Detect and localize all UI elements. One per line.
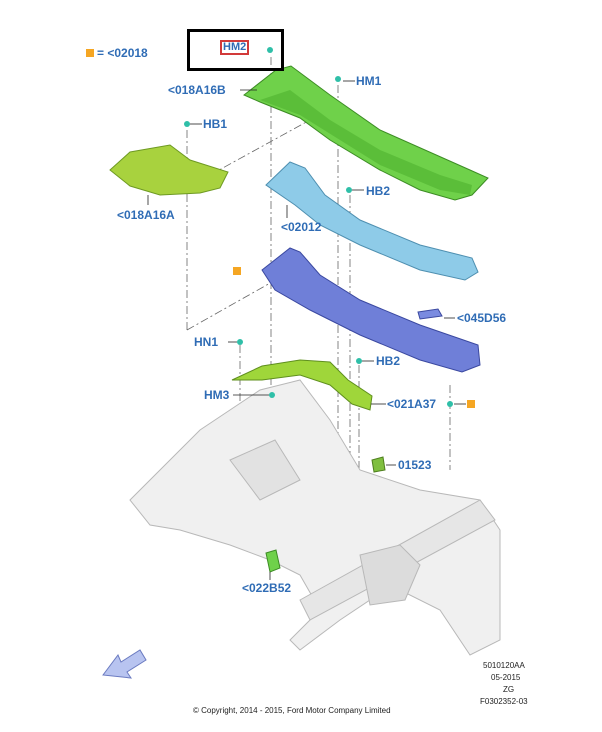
label-02012: <02012 bbox=[281, 220, 322, 234]
fastener-markers bbox=[184, 47, 453, 407]
legend-marker bbox=[86, 49, 94, 57]
highlight-frame bbox=[187, 29, 284, 71]
footer-code: 5010120AA bbox=[483, 661, 525, 670]
label-HB2-bottom: HB2 bbox=[376, 354, 401, 368]
label-HN1: HN1 bbox=[194, 335, 219, 349]
body-structure bbox=[129, 379, 501, 656]
label-HM1: HM1 bbox=[356, 74, 382, 88]
callout-lines bbox=[147, 80, 466, 580]
legend-marker-bracket bbox=[467, 400, 475, 408]
label-018A16B: <018A16B bbox=[168, 83, 226, 97]
pad-part bbox=[417, 308, 443, 320]
label-021A37: <021A37 bbox=[387, 397, 437, 411]
footer-date: 05-2015 bbox=[491, 673, 521, 682]
label-HM3: HM3 bbox=[204, 388, 230, 402]
small-bracket-part bbox=[265, 549, 281, 573]
label-HB1: HB1 bbox=[203, 117, 228, 131]
label-01523: 01523 bbox=[398, 458, 432, 472]
label-018A16A: <018A16A bbox=[117, 208, 175, 222]
orientation-arrow-icon bbox=[102, 649, 147, 679]
dash-panel-part bbox=[261, 247, 481, 373]
label-HB2-top: HB2 bbox=[366, 184, 391, 198]
plug-part bbox=[371, 456, 386, 473]
side-shield-part bbox=[109, 144, 229, 196]
footer-region: ZG bbox=[503, 685, 515, 694]
hm2-highlight-label: HM2 bbox=[220, 40, 250, 55]
legend-marker-dash bbox=[233, 267, 241, 275]
bracket-part bbox=[231, 359, 373, 411]
cowl-top-panel-part bbox=[243, 65, 489, 201]
legend-text: = <02018 bbox=[97, 46, 148, 60]
label-045D56: <045D56 bbox=[457, 311, 507, 325]
reinforcement-part bbox=[265, 161, 479, 281]
label-022B52: <022B52 bbox=[242, 581, 292, 595]
leader-lines bbox=[186, 57, 451, 530]
copyright-text: © Copyright, 2014 - 2015, Ford Motor Com… bbox=[193, 706, 391, 715]
footer-ref: F0302352-03 bbox=[480, 697, 528, 706]
